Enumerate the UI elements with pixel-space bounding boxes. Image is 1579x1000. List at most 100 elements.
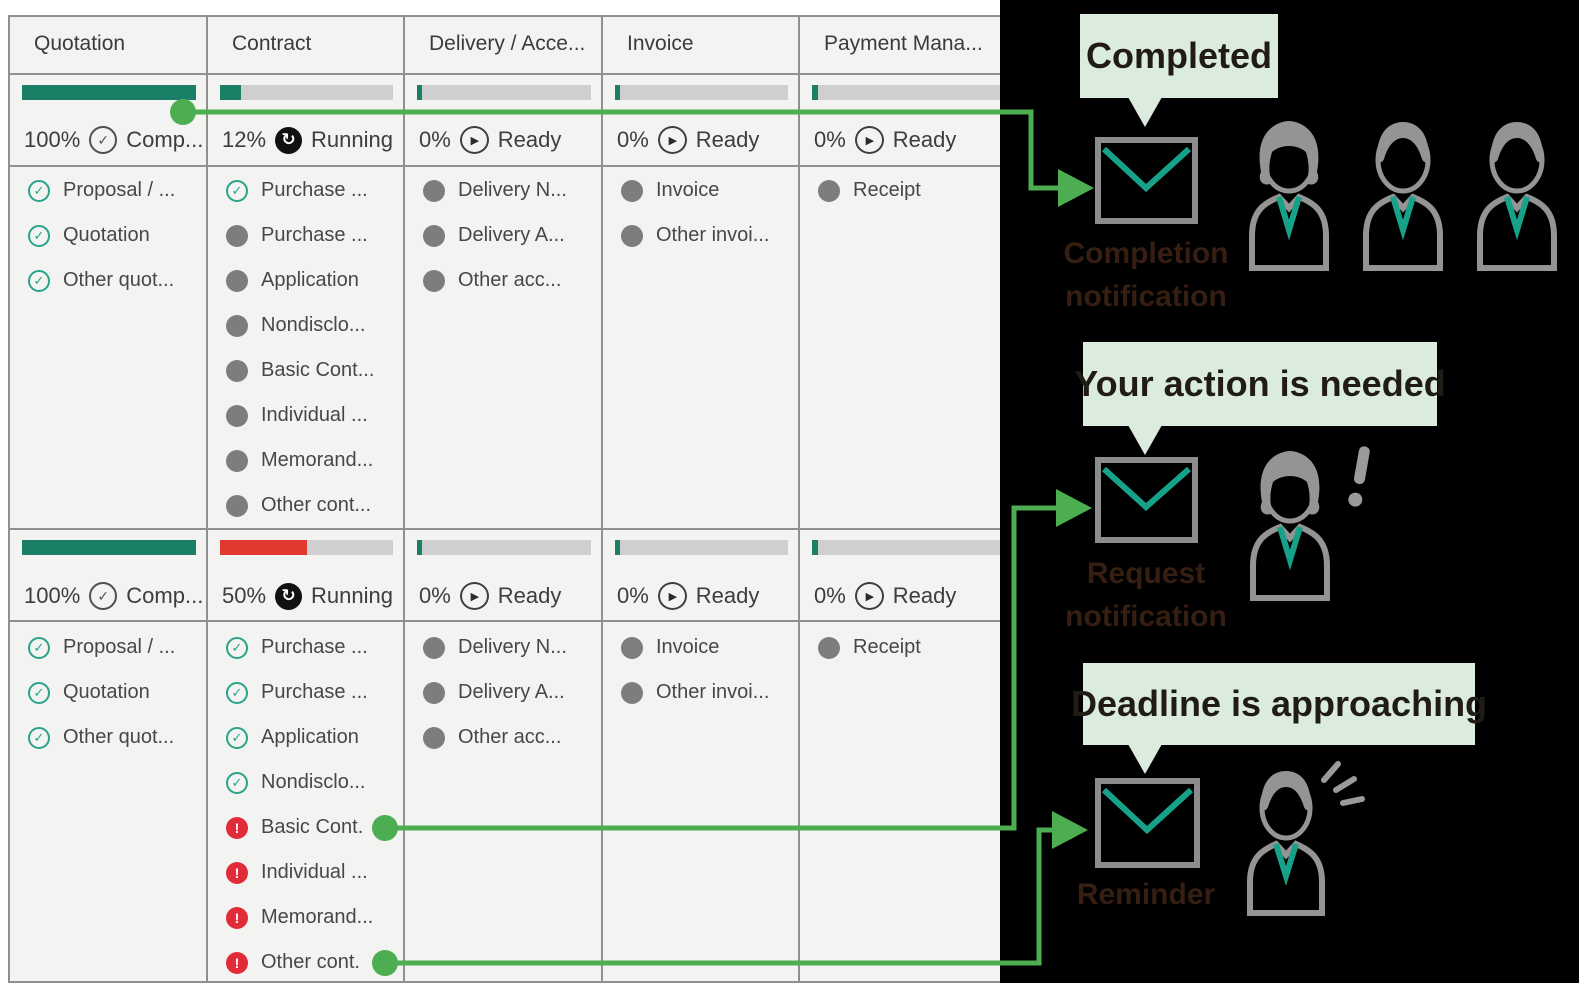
recipients-group-icon xyxy=(1237,108,1573,272)
status-line: 0% ▶ Ready xyxy=(814,123,998,157)
task-row[interactable]: ✓Other quot... xyxy=(10,258,206,303)
task-row[interactable]: Other invoi... xyxy=(603,670,798,715)
task-label: Invoice xyxy=(656,179,720,201)
progress-bar xyxy=(22,540,196,555)
task-pending-icon xyxy=(621,636,643,659)
task-row[interactable]: Receipt xyxy=(800,625,1000,670)
task-list: Delivery N... Delivery A... Other acc... xyxy=(405,168,601,303)
exclamation-icon xyxy=(1348,446,1370,507)
task-row[interactable]: Delivery N... xyxy=(405,625,601,670)
task-row[interactable]: Memorand... xyxy=(208,438,403,483)
task-label: Purchase ... xyxy=(261,224,368,246)
task-row[interactable]: Invoice xyxy=(603,168,798,213)
envelope-caption: Completion notification xyxy=(1036,232,1256,318)
task-pending-icon xyxy=(818,179,840,202)
task-list: Receipt xyxy=(800,625,1000,670)
task-label: Other invoi... xyxy=(656,681,770,703)
status-ready-icon: ▶ xyxy=(854,126,884,154)
task-row[interactable]: ✓Quotation xyxy=(10,213,206,258)
task-row[interactable]: Other acc... xyxy=(405,715,601,760)
grid-line xyxy=(601,15,603,983)
task-row[interactable]: Other acc... xyxy=(405,258,601,303)
task-label: Basic Cont. xyxy=(261,816,364,838)
caption-line: Completion xyxy=(1063,237,1229,270)
status-line: 12% ↻ Running xyxy=(222,123,401,157)
task-list: Delivery N... Delivery A... Other acc... xyxy=(405,625,601,760)
envelope-icon xyxy=(1095,457,1198,543)
status-completed-icon: ✓ xyxy=(89,582,118,610)
task-list: Receipt xyxy=(800,168,1000,213)
task-label: Other acc... xyxy=(458,269,562,291)
column-invoice: Invoice 0% ▶ Ready Invoice Other invoi..… xyxy=(603,15,798,983)
task-row[interactable]: Other invoi... xyxy=(603,213,798,258)
task-row[interactable]: !Basic Cont. xyxy=(208,805,403,850)
task-label: Individual ... xyxy=(261,861,368,883)
percent-value: 0% xyxy=(617,583,649,608)
progress-fill xyxy=(417,540,423,555)
task-row[interactable]: Delivery A... xyxy=(405,670,601,715)
task-label: Other invoi... xyxy=(656,224,770,246)
task-row[interactable]: ✓Proposal / ... xyxy=(10,625,206,670)
task-row[interactable]: ✓Purchase ... xyxy=(208,168,403,213)
task-row[interactable]: ✓Purchase ... xyxy=(208,625,403,670)
progress-bar xyxy=(812,85,1000,100)
status-line: 100% ✓ Comp... xyxy=(24,123,204,157)
status-label: Ready xyxy=(892,583,957,608)
person-icon xyxy=(1247,771,1325,916)
task-row[interactable]: Delivery N... xyxy=(405,168,601,213)
task-row[interactable]: ✓Other quot... xyxy=(10,715,206,760)
grid-line xyxy=(206,15,208,983)
percent-value: 0% xyxy=(419,583,451,608)
task-row[interactable]: Receipt xyxy=(800,168,1000,213)
task-label: Application xyxy=(261,269,359,291)
status-ready-icon: ▶ xyxy=(657,126,687,154)
task-label: Individual ... xyxy=(261,404,368,426)
task-pending-icon xyxy=(423,636,445,659)
task-row[interactable]: Application xyxy=(208,258,403,303)
task-alert-icon: ! xyxy=(226,951,248,974)
task-row[interactable]: ✓Proposal / ... xyxy=(10,168,206,213)
speech-bubble-deadline: Deadline is approaching xyxy=(1071,663,1487,745)
task-label: Nondisclo... xyxy=(261,314,366,336)
column-header: Quotation xyxy=(34,32,126,55)
task-row[interactable]: Invoice xyxy=(603,625,798,670)
progress-fill xyxy=(615,540,621,555)
status-label: Ready xyxy=(695,127,760,152)
task-pending-icon xyxy=(621,681,643,704)
task-row[interactable]: ✓Purchase ... xyxy=(208,670,403,715)
caption-line: notification xyxy=(1065,600,1227,633)
task-pending-icon xyxy=(423,269,445,292)
grid-line xyxy=(8,15,10,983)
task-row[interactable]: Delivery A... xyxy=(405,213,601,258)
task-row[interactable]: !Memorand... xyxy=(208,895,403,940)
task-row[interactable]: Purchase ... xyxy=(208,213,403,258)
task-pending-icon xyxy=(226,449,248,472)
task-row[interactable]: !Individual ... xyxy=(208,850,403,895)
progress-fill xyxy=(812,85,818,100)
task-row[interactable]: Basic Cont... xyxy=(208,348,403,393)
task-row[interactable]: Other cont... xyxy=(208,483,403,528)
task-row[interactable]: !Other cont. xyxy=(208,940,403,985)
percent-value: 0% xyxy=(617,127,649,152)
task-row[interactable]: ✓Nondisclo... xyxy=(208,760,403,805)
task-pending-icon xyxy=(226,314,248,337)
status-line: 0% ▶ Ready xyxy=(419,579,599,613)
task-list: ✓Proposal / ... ✓Quotation ✓Other quot..… xyxy=(10,625,206,760)
task-row[interactable]: Individual ... xyxy=(208,393,403,438)
task-row[interactable]: Nondisclo... xyxy=(208,303,403,348)
status-line: 0% ▶ Ready xyxy=(419,123,599,157)
person-woman-icon xyxy=(1250,451,1330,601)
status-line: 0% ▶ Ready xyxy=(617,579,796,613)
progress-fill xyxy=(812,540,818,555)
task-label: Delivery A... xyxy=(458,681,565,703)
task-row[interactable]: ✓Application xyxy=(208,715,403,760)
percent-value: 50% xyxy=(222,583,267,608)
person-icon xyxy=(1477,122,1557,271)
task-label: Purchase ... xyxy=(261,636,368,658)
task-label: Delivery N... xyxy=(458,636,567,658)
task-label: Nondisclo... xyxy=(261,771,366,793)
column-payment: Payment Mana... 0% ▶ Ready Receipt 0% ▶ … xyxy=(800,15,1000,983)
task-label: Delivery N... xyxy=(458,179,567,201)
task-row[interactable]: ✓Quotation xyxy=(10,670,206,715)
status-ready-icon: ▶ xyxy=(657,582,687,610)
